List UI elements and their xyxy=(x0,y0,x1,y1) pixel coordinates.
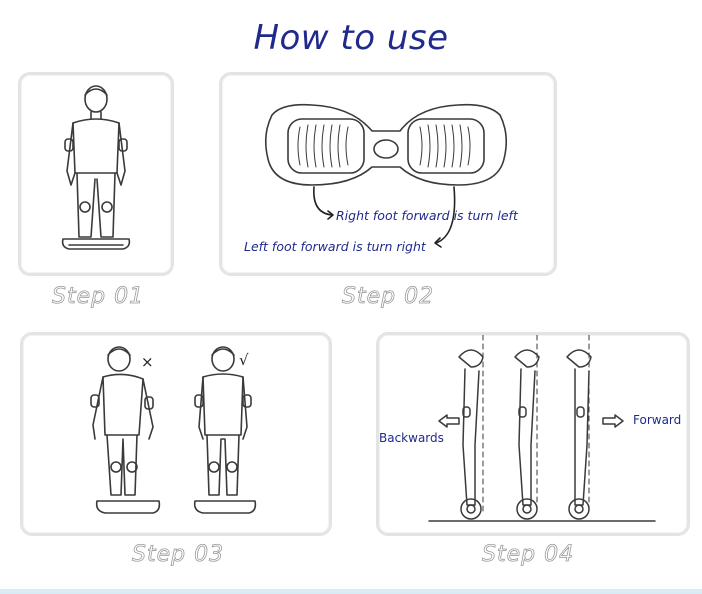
bottom-divider xyxy=(0,589,702,594)
right-mark: √ xyxy=(239,351,249,369)
step-02-caption: Step 02 xyxy=(342,284,435,310)
step-03-panel: × √ xyxy=(20,332,332,536)
posture-comparison-illustration xyxy=(90,346,257,514)
step-04-caption: Step 04 xyxy=(482,542,575,568)
page-title: How to use xyxy=(253,18,449,58)
step-01-caption: Step 01 xyxy=(52,284,145,310)
wrong-mark: × xyxy=(141,353,154,371)
step-01-panel xyxy=(18,72,174,276)
forward-label: Forward xyxy=(633,413,682,427)
standing-rider-illustration xyxy=(61,85,131,250)
hoverboard-top-view-illustration xyxy=(264,103,508,248)
right-foot-note: Right foot forward is turn left xyxy=(336,208,518,223)
side-view-riders-illustration xyxy=(428,335,656,522)
backwards-label: Backwards xyxy=(379,431,444,445)
step-03-caption: Step 03 xyxy=(132,542,225,568)
step-04-panel: Backwards Forward xyxy=(376,332,690,536)
step-02-panel: Right foot forward is turn left Left foo… xyxy=(219,72,557,276)
left-foot-note: Left foot forward is turn right xyxy=(244,239,426,254)
